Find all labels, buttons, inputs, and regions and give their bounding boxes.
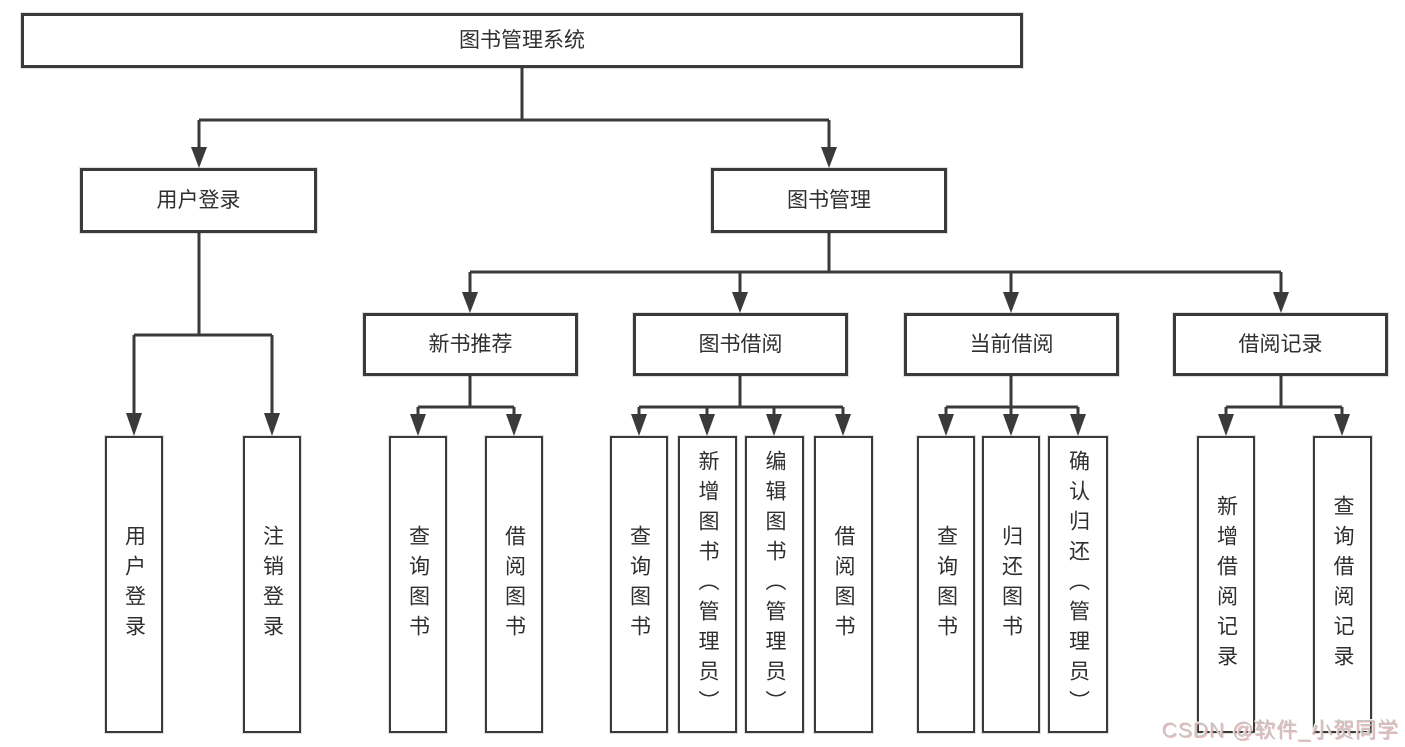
leaf-current-query-books: 查询图书 <box>917 436 975 733</box>
node-user-login-label: 用户登录 <box>156 189 241 212</box>
node-book-management-label: 图书管理 <box>787 189 871 212</box>
node-current-borrowing-label: 当前借阅 <box>969 333 1054 356</box>
leaf-current-confirm-return-admin-label: 确认归还（管理员） <box>1066 449 1090 720</box>
leaf-logout: 注销登录 <box>243 436 301 733</box>
leaf-user-login: 用户登录 <box>105 436 163 733</box>
leaf-current-return-books-label: 归还图书 <box>999 524 1023 645</box>
leaf-borrow-query-books-label: 查询图书 <box>627 524 651 645</box>
node-new-book-recommendation-label: 新书推荐 <box>428 333 513 356</box>
leaf-recommend-query-books: 查询图书 <box>389 436 447 733</box>
connector-paths <box>132 68 1344 418</box>
leaf-recommend-borrow-books: 借阅图书 <box>485 436 543 733</box>
leaf-records-query-borrow-record: 查询借阅记录 <box>1313 436 1372 733</box>
node-library-management-system-label: 图书管理系统 <box>459 29 585 52</box>
node-current-borrowing: 当前借阅 <box>904 313 1119 376</box>
leaf-recommend-borrow-books-label: 借阅图书 <box>502 524 526 645</box>
node-borrowing-records: 借阅记录 <box>1173 313 1388 376</box>
leaf-borrow-edit-books-admin: 编辑图书（管理员） <box>745 436 804 733</box>
leaf-borrow-add-books-admin: 新增图书（管理员） <box>678 436 737 733</box>
leaf-records-query-borrow-record-label: 查询借阅记录 <box>1331 494 1354 675</box>
leaf-borrow-borrow-books-label: 借阅图书 <box>832 524 855 645</box>
csdn-watermark: CSDN @软件_小贺同学 <box>1161 719 1399 742</box>
leaf-borrow-borrow-books: 借阅图书 <box>814 436 873 733</box>
leaf-current-confirm-return-admin: 确认归还（管理员） <box>1048 436 1108 733</box>
node-borrowing-records-label: 借阅记录 <box>1238 333 1323 356</box>
node-library-management-system: 图书管理系统 <box>21 13 1023 68</box>
leaf-borrow-add-books-admin-label: 新增图书（管理员） <box>696 449 719 720</box>
leaf-current-query-books-label: 查询图书 <box>934 524 958 645</box>
leaf-current-return-books: 归还图书 <box>982 436 1040 733</box>
arrowheads <box>126 147 1350 436</box>
node-user-login: 用户登录 <box>80 168 317 233</box>
node-book-management: 图书管理 <box>711 168 947 233</box>
node-new-book-recommendation: 新书推荐 <box>363 313 578 376</box>
leaf-records-add-borrow-record-label: 新增借阅记录 <box>1214 494 1238 675</box>
leaf-borrow-query-books: 查询图书 <box>610 436 668 733</box>
node-book-borrowing: 图书借阅 <box>633 313 848 376</box>
leaf-borrow-edit-books-admin-label: 编辑图书（管理员） <box>763 449 786 720</box>
leaf-records-add-borrow-record: 新增借阅记录 <box>1197 436 1255 733</box>
leaf-logout-label: 注销登录 <box>260 524 284 645</box>
leaf-user-login-label: 用户登录 <box>122 524 146 645</box>
leaf-recommend-query-books-label: 查询图书 <box>406 524 430 645</box>
node-book-borrowing-label: 图书借阅 <box>698 333 783 356</box>
